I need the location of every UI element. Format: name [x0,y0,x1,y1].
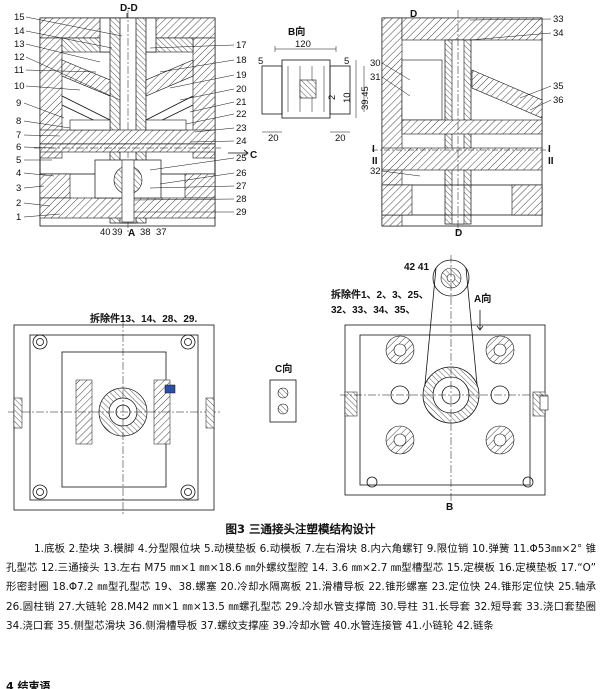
bottom-part-numbers: 40 39 38 37 A [100,227,167,239]
part-31: 31 [370,72,381,83]
part-12: 12 [14,52,25,63]
b-dim-20-left: 20 [268,133,279,144]
label-42-41: 42 41 [404,262,429,273]
part-18: 18 [236,55,247,66]
remove-parts-right-line2: 32、33、34、35、 [331,305,416,316]
part-33: 33 [553,14,564,25]
part-40: 40 [100,227,111,238]
a-arrow-label: A [128,228,135,239]
part-2: 2 [16,198,21,209]
part-25: 25 [236,153,247,164]
section-i-right: I [548,144,551,155]
part-6: 6 [16,142,21,153]
part-9: 9 [16,98,21,109]
a-view-title: A向 [474,292,491,305]
b-view-detail: B向 120 5 5 2 10 39.45 20 20 [258,25,371,144]
c-view-title: C向 [275,362,292,375]
part-39: 39 [112,227,123,238]
figure-caption: 图3 三通接头注塑模结构设计 [225,522,376,536]
section-ii-left: II [372,156,378,167]
part-5: 5 [16,155,21,166]
part-35: 35 [553,81,564,92]
b-view-title: B向 [288,25,305,38]
part-26: 26 [236,168,247,179]
dd-title: D-D [120,3,138,14]
part-7: 7 [16,130,21,141]
part-29: 29 [236,207,247,218]
part-3: 3 [16,183,21,194]
b-arrow-label: B [446,502,453,513]
part-27: 27 [236,181,247,192]
section-ii-right: II [548,156,554,167]
left-part-numbers: 15 14 13 12 11 10 9 8 7 6 5 4 3 2 1 [14,12,123,223]
part-11: 11 [14,65,24,76]
part-30: 30 [370,58,381,69]
right-part-numbers: 30 31 32 33 34 35 36 [370,14,564,177]
middle-part-numbers: 17 18 19 20 21 22 23 24 25 26 27 28 29 [133,40,247,218]
bottom-right-plan-view: 42 41 拆除件1、2、3、25、 32、33、34、35、 A向 [331,255,550,505]
mold-structure-drawing: D-D 15 14 13 12 11 10 9 8 7 6 5 4 3 2 1 … [8,3,564,514]
b-dim-3945: 39.45 [360,86,371,110]
part-14: 14 [14,26,25,37]
part-22: 22 [236,109,247,120]
d-arrow-top: D [410,9,417,20]
part-1: 1 [16,212,21,223]
b-dim-10: 10 [342,92,353,103]
part-34: 34 [553,28,564,39]
right-section-view [372,10,552,232]
part-4: 4 [16,168,21,179]
remove-parts-right-line1: 拆除件1、2、3、25、 [331,288,429,301]
part-10: 10 [14,81,25,92]
part-19: 19 [236,70,247,81]
part-15: 15 [14,12,25,23]
part-13: 13 [14,39,25,50]
part-37: 37 [156,227,167,238]
c-arrow-label: C [250,150,257,161]
part-21: 21 [236,97,247,108]
d-arrow-bottom: D [455,228,462,239]
part-20: 20 [236,84,247,95]
dd-section-view [34,10,221,232]
b-dim-5-right: 5 [344,56,349,67]
parts-legend: 1.底板 2.垫块 3.模脚 4.分型限位块 5.动模垫板 6.动模板 7.左右… [6,543,596,632]
part-8: 8 [16,116,21,127]
remove-parts-left: 拆除件13、14、28、29. [90,312,197,325]
c-view-detail: C向 [269,362,297,423]
part-32: 32 [370,166,381,177]
part-24: 24 [236,136,247,147]
bottom-left-plan-view: 拆除件13、14、28、29. [8,312,220,514]
part-23: 23 [236,123,247,134]
b-dim-width: 120 [295,39,311,50]
b-dim-2: 2 [327,95,338,100]
part-38: 38 [140,227,151,238]
b-dim-5-left: 5 [258,56,263,67]
part-36: 36 [553,95,564,106]
next-section-heading: 4 结束语 [6,680,51,689]
section-i-left: I [372,144,375,155]
part-28: 28 [236,194,247,205]
b-dim-20-right: 20 [335,133,346,144]
part-17: 17 [236,40,247,51]
